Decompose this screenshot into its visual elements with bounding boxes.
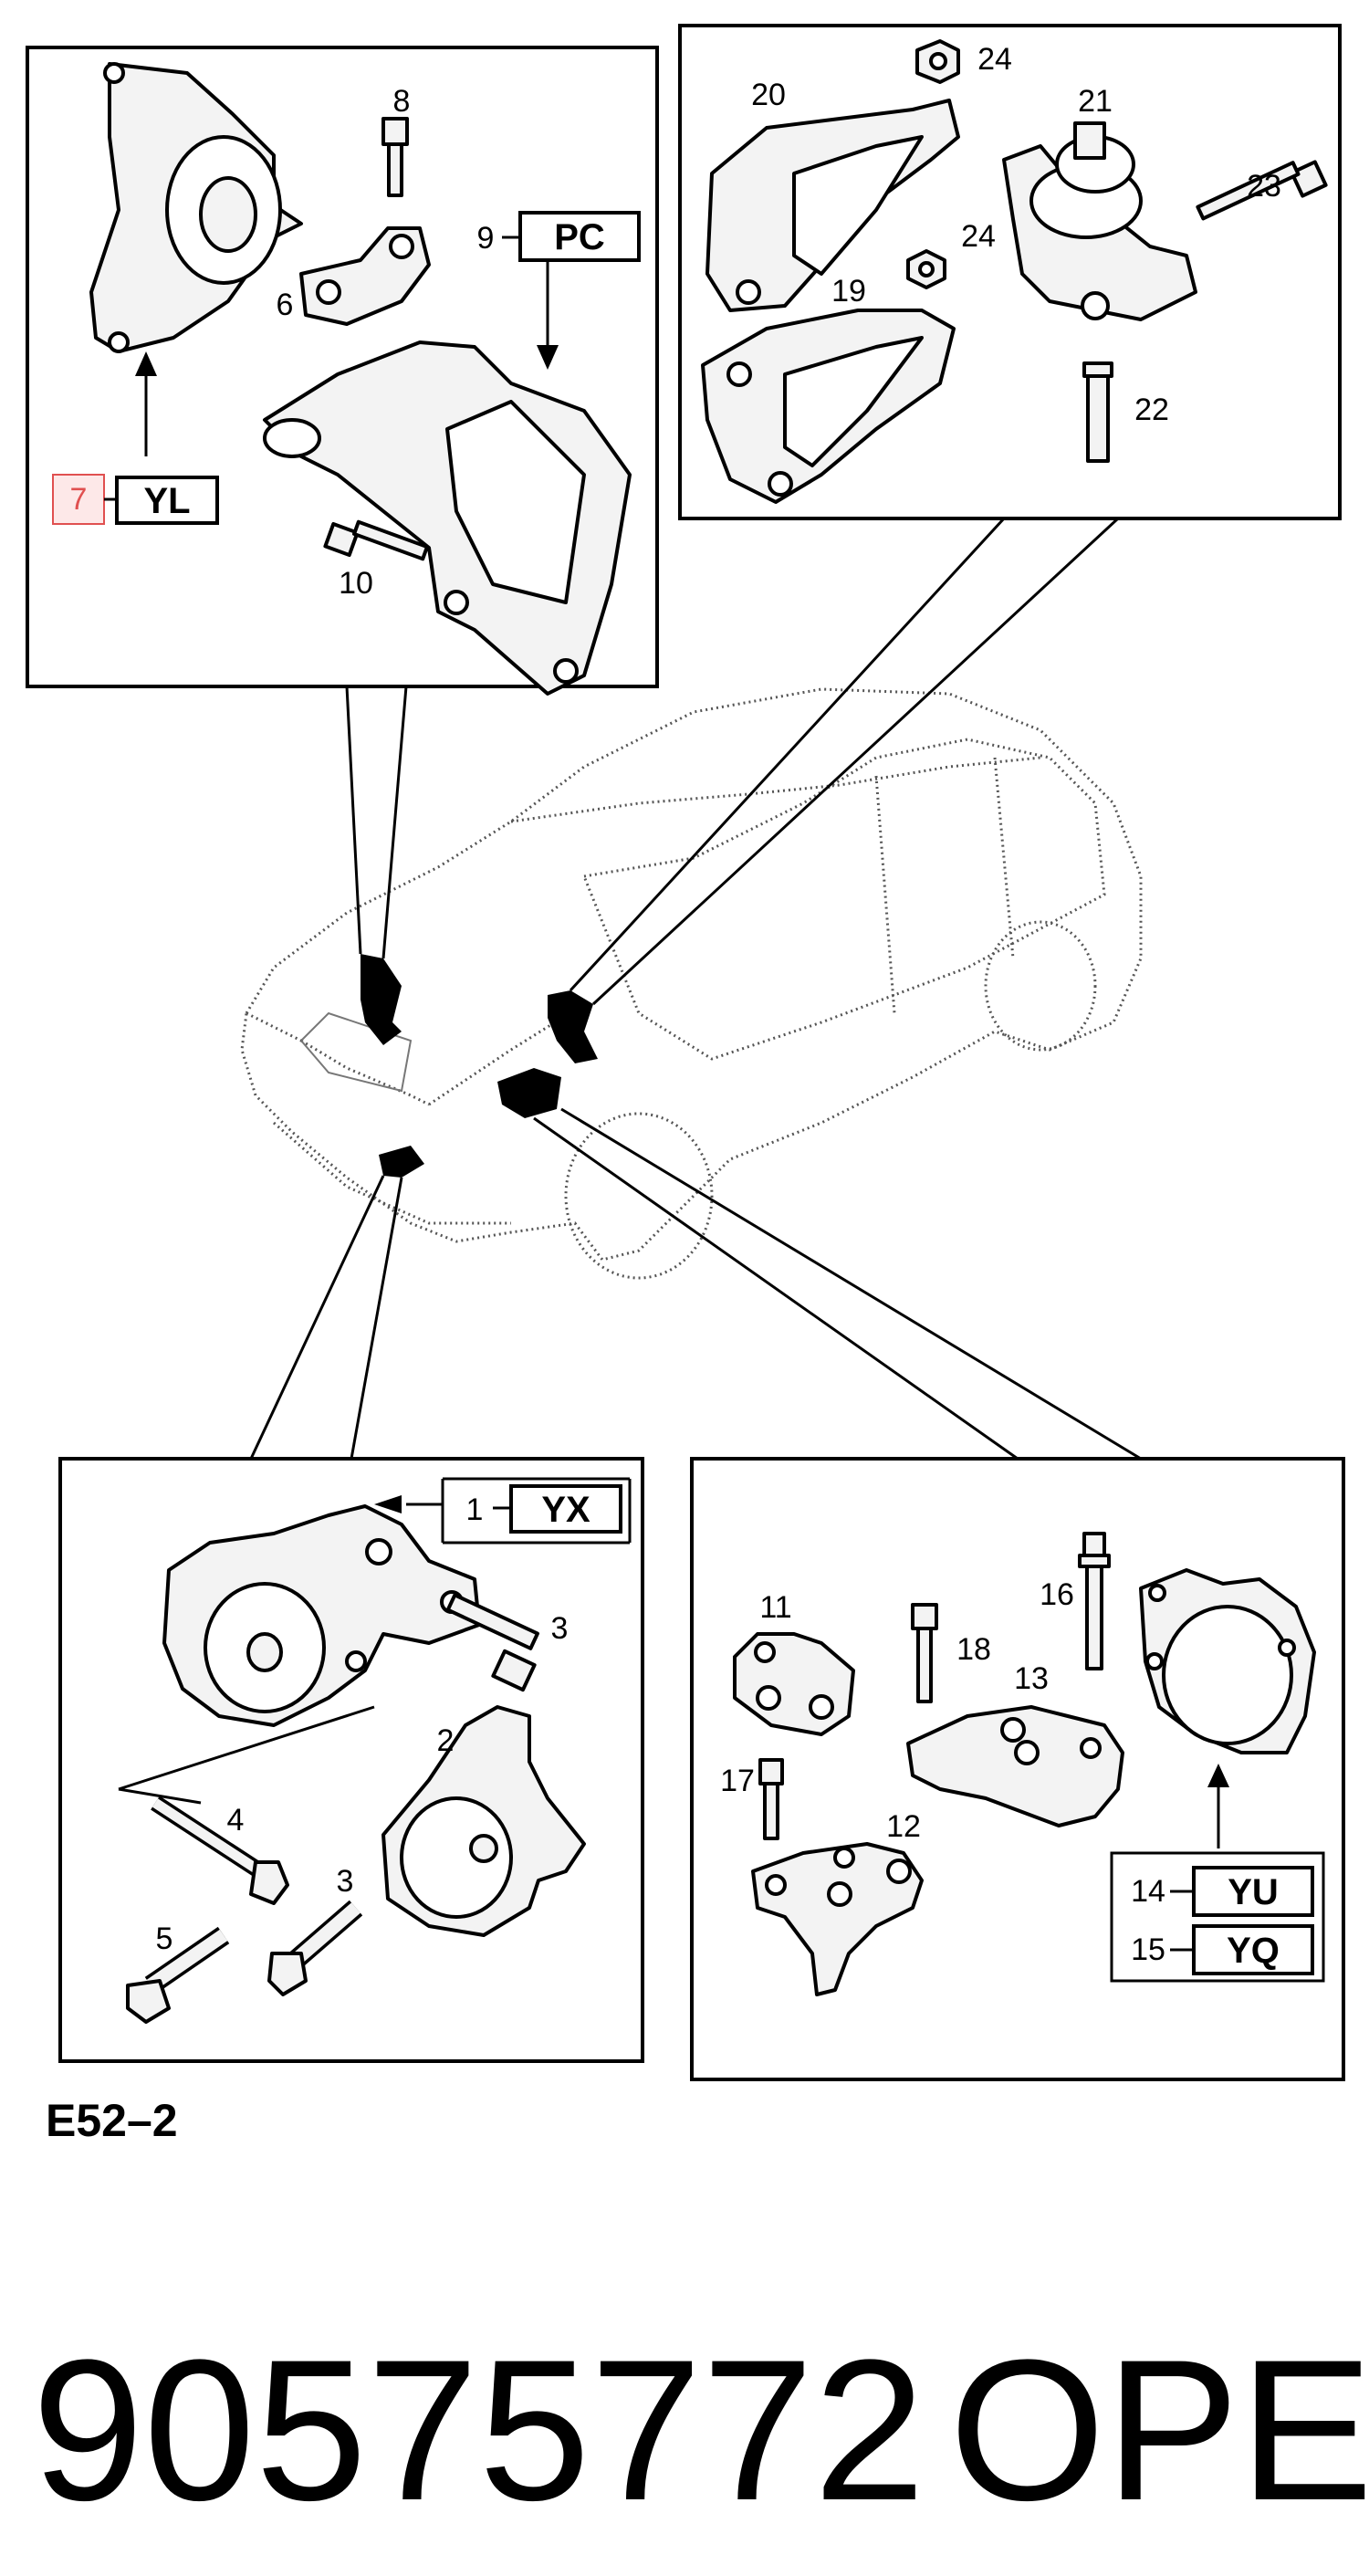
label-22: 22	[1134, 393, 1169, 427]
label-24-top: 24	[977, 42, 1012, 77]
label-16: 16	[1040, 1577, 1074, 1612]
callout-14-15: 14 YU 15 YQ	[1110, 1851, 1325, 1983]
car-illustration	[240, 687, 1143, 1280]
label-3-lower: 3	[337, 1864, 354, 1899]
callout-1-yx: 1 YX	[374, 1477, 632, 1545]
callout-number: 1	[466, 1492, 484, 1527]
part-bolt-10	[323, 519, 429, 561]
part-bolt-3-upper	[445, 1593, 539, 1692]
label-13: 13	[1014, 1661, 1049, 1696]
callout-number: 7	[70, 482, 88, 517]
callout-number: 9	[477, 221, 495, 256]
panel-bottom-left: 1 YX 3 2	[58, 1457, 644, 2063]
label-18: 18	[956, 1632, 991, 1667]
part-bolt-18	[911, 1603, 938, 1703]
callout-7-yl: 7 YL	[52, 474, 219, 525]
panel-top-right: 20 24 24 19 21	[678, 24, 1342, 520]
callout-code-15: YQ	[1227, 1931, 1280, 1971]
label-17: 17	[720, 1764, 755, 1798]
part-bracket-9-pc	[263, 340, 632, 696]
label-23: 23	[1247, 169, 1281, 204]
label-11: 11	[759, 1590, 791, 1625]
part-mount-2	[381, 1705, 586, 1937]
callout-code: PC	[554, 217, 605, 257]
label-20: 20	[751, 78, 786, 112]
part-bracket-20	[705, 99, 960, 312]
part-bracket-19	[701, 309, 956, 504]
part-bolt-4	[151, 1796, 289, 1905]
label-12: 12	[886, 1809, 921, 1844]
label-21: 21	[1078, 84, 1113, 119]
callout-number-14: 14	[1131, 1874, 1165, 1909]
callout-code: YL	[143, 481, 190, 521]
label-4: 4	[227, 1803, 245, 1838]
callout-code-14: YU	[1228, 1872, 1279, 1912]
part-bracket-11	[733, 1632, 855, 1736]
label-10: 10	[339, 566, 373, 601]
part-mount-14-15	[1139, 1568, 1316, 1754]
label-5: 5	[156, 1922, 173, 1956]
part-bolt-22	[1082, 361, 1113, 463]
label-3-upper: 3	[551, 1611, 569, 1646]
part-nut-24-top	[915, 39, 960, 84]
callout-number-15: 15	[1131, 1932, 1165, 1967]
label-24-mid: 24	[961, 219, 996, 254]
part-nut-24-mid	[906, 249, 946, 289]
part-bolt-3-lower	[267, 1900, 363, 1996]
label-2: 2	[437, 1723, 455, 1758]
part-bracket-12	[751, 1842, 924, 1996]
part-number: 90575772	[32, 2318, 925, 2542]
callout-code: YX	[541, 1490, 590, 1530]
part-mount-21	[1002, 121, 1197, 321]
callout-9-pc: 9 PC	[477, 211, 641, 262]
label-19: 19	[831, 274, 866, 309]
part-bracket-13	[906, 1705, 1124, 1827]
part-bracket-6	[299, 226, 431, 326]
panel-bottom-right: 11 18 16 14 YU	[690, 1457, 1345, 2081]
part-bolt-5	[126, 1926, 230, 2024]
part-bolt-23	[1196, 160, 1328, 221]
part-bolt-16	[1078, 1532, 1111, 1670]
label-8: 8	[393, 84, 411, 119]
part-bolt-8	[381, 117, 409, 197]
part-mount-1	[162, 1504, 481, 1727]
brand-name: OPEL	[949, 2318, 1369, 2542]
part-bolt-17	[758, 1758, 784, 1840]
part-engine-mount-yl	[89, 62, 303, 353]
section-code: E52–2	[46, 2095, 178, 2146]
leader-lines	[249, 517, 1142, 1461]
label-6: 6	[277, 288, 294, 322]
panel-top-left: 7 YL 8 6 9 PC	[26, 46, 659, 696]
